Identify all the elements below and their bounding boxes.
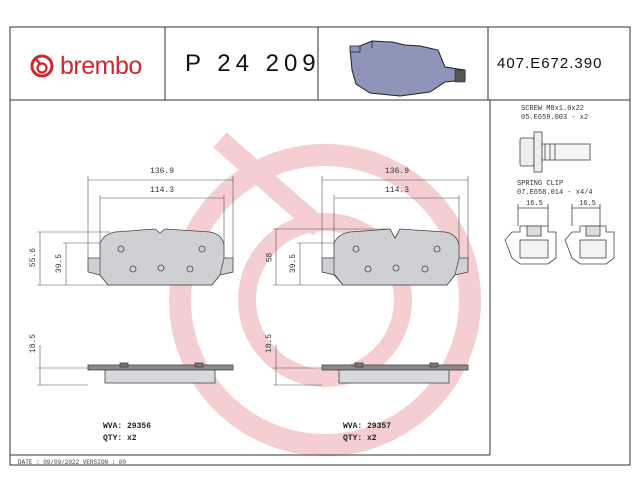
left-inner-height-label: 39.5: [55, 253, 65, 274]
left-pad-side-view: [87, 362, 234, 384]
right-dimension-lines: [273, 176, 469, 386]
left-dimension-lines: [37, 176, 234, 386]
spring-clip-icon: [504, 204, 615, 265]
spring-clip-label: SPRING CLIP: [517, 180, 564, 188]
screw-code: 05.E659.003 - x2: [521, 114, 589, 122]
right-overall-width-label: 136.9: [385, 167, 410, 176]
left-wva-number: WVA: 29356: [103, 422, 152, 431]
left-height-label: 55.6: [29, 247, 39, 268]
brembo-logo-icon: [30, 54, 54, 78]
left-quantity: QTY: x2: [103, 434, 137, 443]
screw-label: SCREW M8x1.0x22: [521, 105, 585, 113]
screw-icon: [519, 131, 591, 173]
date-version: DATE : 09/09/2022 VERSION : 00: [18, 459, 127, 466]
right-thickness-label: 18.5: [265, 333, 275, 354]
right-pad-side-view: [321, 362, 469, 384]
clip-dimension-b: 16.5: [579, 200, 596, 208]
left-pad-front-view: [87, 228, 234, 286]
left-overall-width-label: 136.9: [150, 167, 175, 176]
reference-code: 407.E672.390: [497, 55, 603, 72]
right-height-label: 58: [265, 252, 275, 263]
clip-dimension-a: 16.5: [526, 200, 543, 208]
right-quantity: QTY: x2: [343, 434, 377, 443]
part-number: P 24 209: [185, 50, 321, 77]
brake-pad-3d-icon: [349, 40, 466, 97]
left-thickness-label: 18.5: [29, 333, 39, 354]
right-inner-height-label: 39.5: [289, 253, 299, 274]
outer-frame: [9, 26, 631, 466]
brand-wordmark: brembo: [60, 52, 142, 80]
right-pad-front-view: [321, 228, 469, 286]
right-inner-width-label: 114.3: [385, 186, 410, 195]
left-inner-width-label: 114.3: [150, 186, 175, 195]
brembo-watermark: [169, 132, 481, 456]
spring-clip-code: 07.E658.014 - x4/4: [517, 189, 593, 197]
right-wva-number: WVA: 29357: [343, 422, 392, 431]
